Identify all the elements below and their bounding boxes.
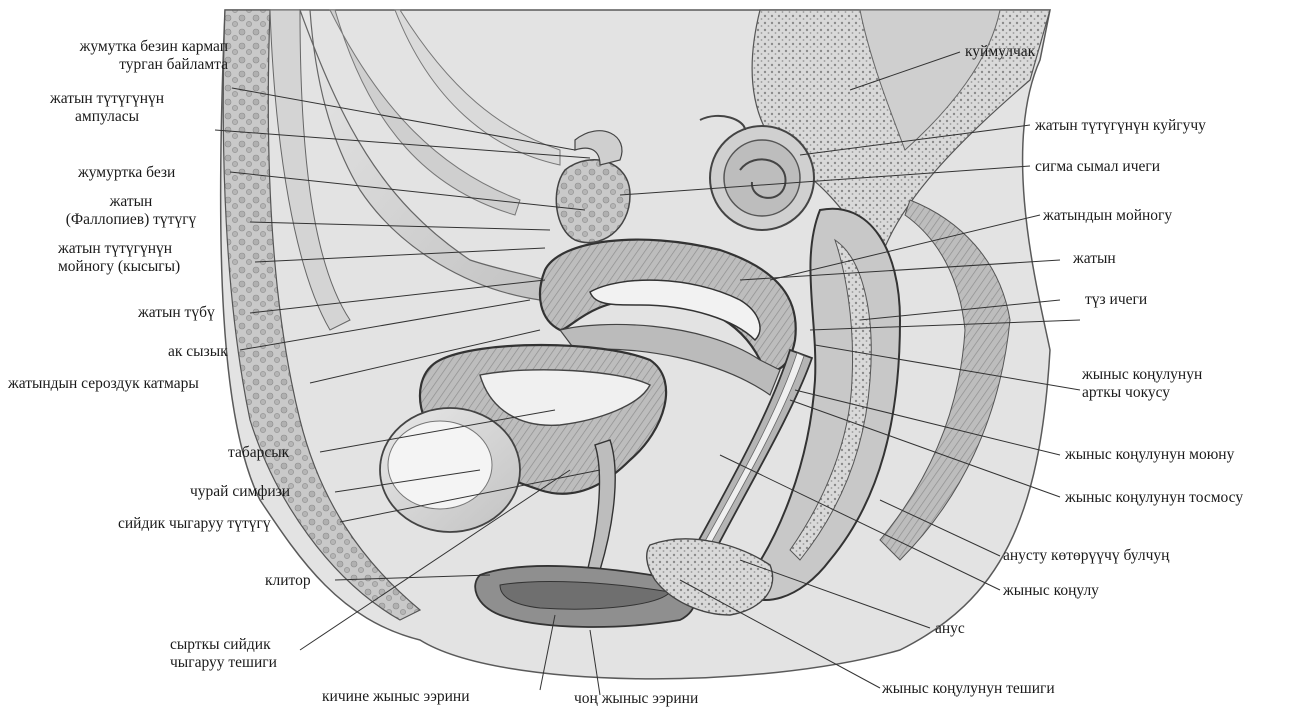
label-text: анус [935, 620, 965, 638]
label-text: куймулчак [965, 43, 1035, 61]
label-text: клитор [265, 572, 311, 590]
label-tube-ampulla: жатын түтүгүнүн ампуласы [50, 90, 164, 126]
label-text: жумуртка бези [78, 164, 175, 182]
label-text: чыгаруу тешиги [170, 654, 277, 672]
label-vaginal-neck: жыныс коңулунун моюну [1065, 446, 1234, 464]
label-uterus-cervix: жатындын мойногу [1043, 207, 1172, 225]
label-urethral-opening: сырткы сийдик чыгаруу тешиги [170, 636, 277, 672]
label-sigmoid-colon: сигма сымал ичеги [1035, 158, 1160, 176]
label-ovary-ligament: жумутка безин кармап турган байламта [80, 38, 228, 74]
label-text: жыныс коңулунун [1082, 366, 1202, 384]
label-text: сырткы сийдик [170, 636, 277, 654]
label-urethra: сийдик чыгаруу түтүгү [118, 515, 271, 533]
label-uterus: жатын [1073, 250, 1116, 268]
label-text: (Фаллопиев) түтүгү [25, 211, 237, 229]
label-pubic-symphysis: чурай симфизи [190, 483, 290, 501]
label-text: жатын түтүгүнүн [58, 240, 180, 258]
label-tube-isthmus: жатын түтүгүнүн мойногу (кысыгы) [58, 240, 180, 276]
label-anus: анус [935, 620, 965, 638]
label-sacrum: куймулчак [965, 43, 1035, 61]
label-vagina: жыныс коңулу [1003, 582, 1099, 600]
label-posterior-fornix: жыныс коңулунун арткы чокусу [1082, 366, 1202, 402]
label-uterus-serosa: жатындын сероздук катмары [8, 375, 199, 393]
label-text: жатын түтүгүнүн куйгучу [1035, 117, 1206, 135]
label-text: жатын [1073, 250, 1116, 268]
label-text: турган байламта [80, 56, 228, 74]
label-text: жатындын мойногу [1043, 207, 1172, 225]
label-uterus-fundus: жатын түбү [138, 304, 215, 322]
label-text: анусту көтөрүүчү булчуң [1003, 547, 1169, 565]
label-text: жыныс коңулунун моюну [1065, 446, 1234, 464]
label-text: түз ичеги [1085, 291, 1147, 309]
label-text: жыныс коңулунун тосмосу [1065, 489, 1243, 507]
label-text: ампуласы [50, 108, 164, 126]
label-text: жумутка безин кармап [80, 38, 228, 56]
label-text: жатын [25, 193, 237, 211]
label-text: чоң жыныс ээрини [574, 690, 698, 708]
label-text: ак сызык [168, 343, 228, 361]
label-text: жатын түтүгүнүн [50, 90, 164, 108]
label-levator-ani: анусту көтөрүүчү булчуң [1003, 547, 1169, 565]
label-vaginal-opening: жыныс коңулунун тешиги [882, 680, 1055, 698]
label-text: жыныс коңулу [1003, 582, 1099, 600]
label-labia-minora: кичине жыныс ээрини [322, 688, 470, 706]
label-clitoris: клитор [265, 572, 311, 590]
label-vaginal-mucosa: жыныс коңулунун тосмосу [1065, 489, 1243, 507]
label-labia-majora: чоң жыныс ээрини [574, 690, 698, 708]
label-text: сигма сымал ичеги [1035, 158, 1160, 176]
label-text: мойногу (кысыгы) [58, 258, 180, 276]
pubic-symphysis-shape [380, 408, 520, 532]
label-text: жыныс коңулунун тешиги [882, 680, 1055, 698]
label-text: табарсык [228, 444, 289, 462]
label-fallopian-tube: жатын (Фаллопиев) түтүгү [25, 193, 237, 229]
label-text: сийдик чыгаруу түтүгү [118, 515, 271, 533]
label-bladder: табарсык [228, 444, 289, 462]
label-text: чурай симфизи [190, 483, 290, 501]
label-rectum: түз ичеги [1085, 291, 1147, 309]
label-linea-alba: ак сызык [168, 343, 228, 361]
label-text: жатындын сероздук катмары [8, 375, 199, 393]
label-tube-funnel: жатын түтүгүнүн куйгучу [1035, 117, 1206, 135]
label-ovary: жумуртка бези [78, 164, 175, 182]
label-text: жатын түбү [138, 304, 215, 322]
label-text: арткы чокусу [1082, 384, 1202, 402]
label-text: кичине жыныс ээрини [322, 688, 470, 706]
